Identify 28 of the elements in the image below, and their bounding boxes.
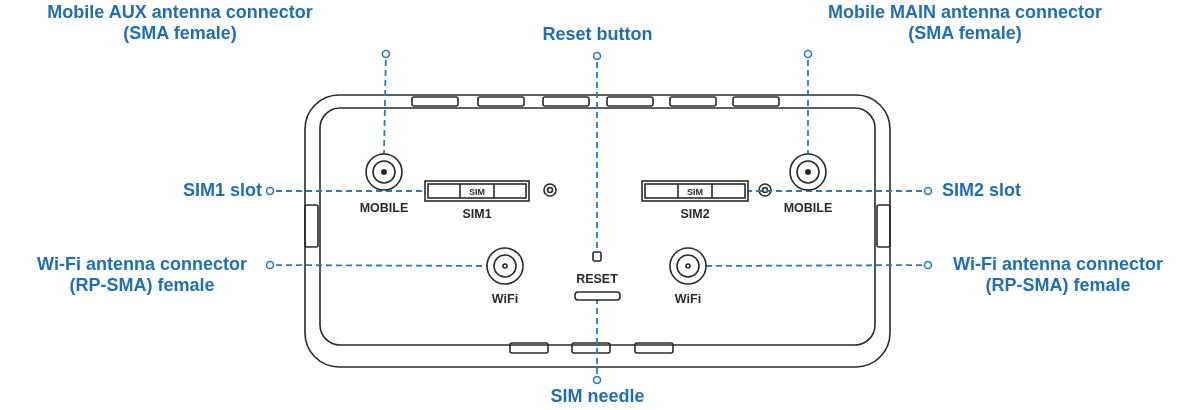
- port-label: SIM1: [462, 207, 492, 221]
- callout-label: Reset button: [510, 24, 685, 45]
- slot-label: SIM: [687, 186, 703, 197]
- slot-label: SIM: [469, 186, 485, 197]
- sim-needle-hole: [574, 291, 621, 301]
- port-label: WiFi: [674, 292, 702, 306]
- callout-label: Wi-Fi antenna connector (RP-SMA) female: [944, 254, 1172, 296]
- callout-label: SIM needle: [530, 386, 665, 407]
- callout-label: SIM2 slot: [942, 180, 1062, 201]
- port-label: MOBILE: [783, 201, 833, 215]
- callout-label: SIM1 slot: [150, 180, 262, 201]
- callout-label: Wi-Fi antenna connector (RP-SMA) female: [28, 254, 256, 296]
- antenna-connector: [669, 247, 707, 285]
- callout-label: Mobile MAIN antenna connector (SMA female): [820, 2, 1110, 44]
- antenna-connector: [789, 153, 827, 191]
- leader-line: [381, 49, 391, 155]
- antenna-connector: [365, 153, 403, 191]
- sim-slot: [424, 180, 530, 202]
- reset-button: [592, 251, 602, 262]
- leader-line: [803, 49, 813, 155]
- port-label: SIM2: [680, 207, 710, 221]
- port-label: MOBILE: [359, 201, 409, 215]
- antenna-connector: [486, 247, 524, 285]
- port-label: RESET: [576, 272, 618, 286]
- sim-slot: [641, 180, 749, 202]
- port-label: WiFi: [491, 292, 519, 306]
- leader-line: [592, 299, 602, 385]
- callout-label: Mobile AUX antenna connector (SMA female): [40, 2, 320, 44]
